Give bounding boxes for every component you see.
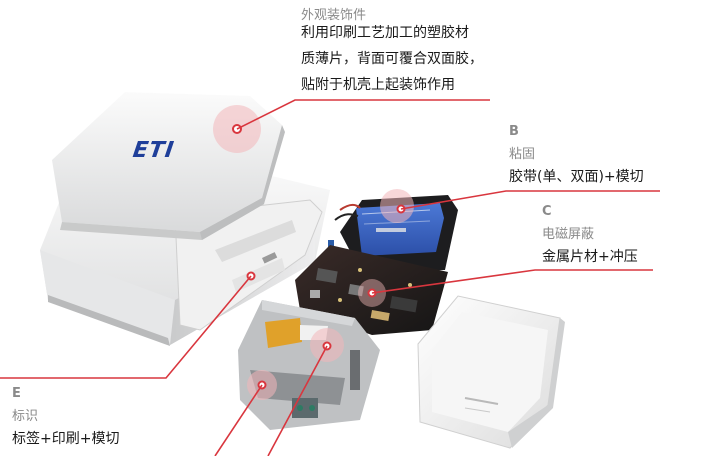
print-mechanism	[238, 300, 380, 430]
callout-e-description: 标签+印刷+模切	[12, 431, 120, 447]
callout-e-category: 标识	[12, 409, 39, 424]
callout-a-line-1: 利用印刷工艺加工的塑胶材	[301, 25, 469, 41]
callout-a-category: 外观装饰件	[301, 8, 367, 23]
callout-c-category: 电磁屏蔽	[542, 227, 595, 242]
callout-b-description: 胶带(单、双面)+模切	[509, 169, 644, 185]
callout-e-letter: E	[12, 386, 21, 401]
callout-c-description: 金属片材+冲压	[542, 249, 638, 265]
battery-pack	[328, 195, 458, 270]
brand-logo: ETI	[131, 138, 176, 163]
callout-c-letter: C	[542, 204, 552, 219]
leader-lines	[0, 99, 660, 456]
callout-a-line-2: 质薄片，背面可覆合双面胶，	[301, 51, 483, 67]
marker-b	[380, 189, 414, 223]
callout-b-letter: B	[509, 124, 519, 139]
paper-tray	[417, 295, 565, 449]
callout-a-line-3: 贴附于机壳上起装饰作用	[301, 77, 455, 93]
callout-b-category: 粘固	[509, 147, 536, 162]
